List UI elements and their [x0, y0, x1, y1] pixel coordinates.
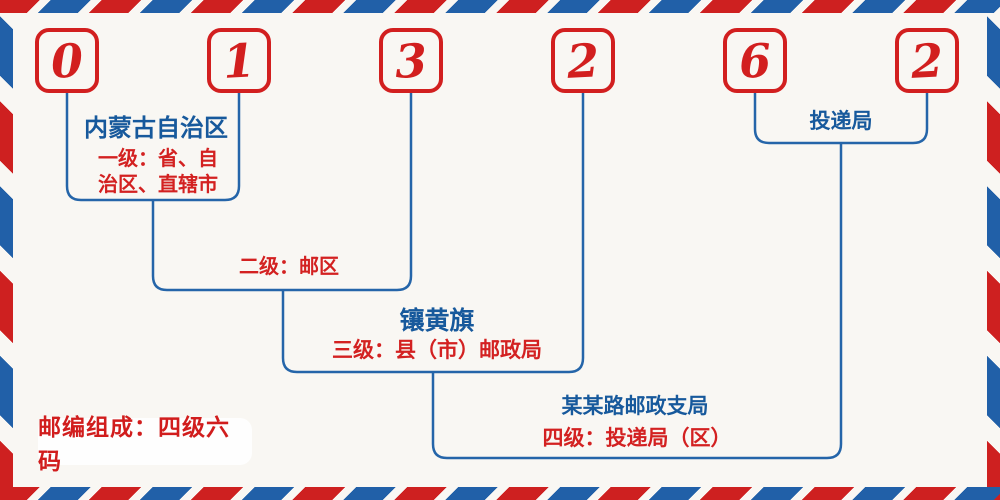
postal-code-composition-badge: 邮编组成：四级六码	[38, 414, 252, 474]
badge-text: 邮编组成：四级六码	[38, 413, 230, 474]
level3-place-label: 镶黄旗	[399, 308, 475, 335]
digit-box-2: 1	[207, 28, 271, 93]
airmail-border-right	[987, 0, 1000, 500]
level2-desc-label: 二级：邮区	[239, 256, 339, 278]
digit-1: 0	[49, 32, 85, 89]
airmail-border-bottom	[0, 487, 1000, 500]
digit-6: 2	[909, 32, 945, 89]
digit-box-1: 0	[35, 28, 99, 93]
airmail-border-left	[0, 0, 13, 500]
digit-4: 2	[565, 32, 601, 89]
digit-2: 1	[221, 32, 257, 89]
bracket-level4	[431, 143, 843, 460]
digit-box-4: 2	[551, 28, 615, 93]
digit-box-3: 3	[379, 28, 443, 93]
level1-place-label: 内蒙古自治区	[84, 116, 228, 142]
digit-box-5: 6	[723, 28, 787, 93]
digit-box-6: 2	[895, 28, 959, 93]
level3-desc-label: 三级：县（市）邮政局	[332, 339, 542, 362]
level4-place-label: 某某路邮政支局	[561, 394, 709, 418]
bracket-delivery	[753, 93, 929, 145]
delivery-office-label: 投递局	[809, 109, 873, 133]
level1-desc-label: 一级：省、自 治区、直辖市	[98, 148, 218, 196]
digit-5: 6	[737, 32, 773, 89]
level4-desc-label: 四级：投递局（区）	[542, 427, 732, 450]
digit-3: 3	[393, 32, 429, 89]
airmail-border-top	[0, 0, 1000, 13]
